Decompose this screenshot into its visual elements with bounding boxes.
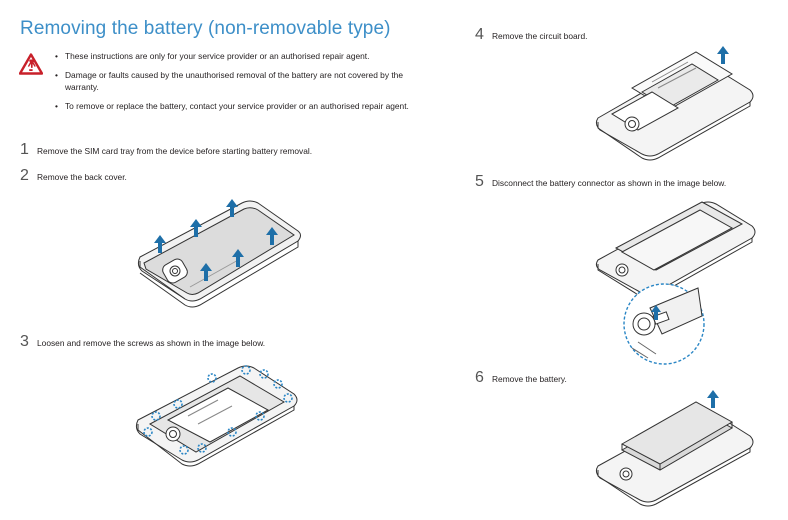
step-text: Remove the battery. (492, 374, 567, 384)
step-number: 3 (20, 333, 29, 350)
step-number: 2 (20, 167, 29, 184)
step-number: 4 (475, 26, 484, 43)
lift-arrow-icon (707, 390, 719, 408)
step-number: 6 (475, 369, 484, 386)
back-cover-removal-illustration (137, 199, 301, 308)
step-number: 1 (20, 141, 29, 158)
screw-markers (143, 365, 293, 455)
lift-arrow-icon (651, 305, 661, 320)
battery-removal-illustration (595, 390, 754, 507)
battery-connector-illustration (595, 201, 756, 365)
warning-item: These instructions are only for your ser… (55, 50, 415, 62)
step-number: 5 (475, 173, 484, 190)
page-title: Removing the battery (non-removable type… (20, 18, 391, 39)
lift-arrows (154, 199, 278, 281)
screws-removal-illustration (135, 365, 298, 467)
warning-item: Damage or faults caused by the unauthori… (55, 69, 415, 93)
step-text: Loosen and remove the screws as shown in… (37, 338, 266, 348)
lift-arrow-icon (717, 46, 729, 64)
warning-triangle-icon (19, 53, 43, 75)
step-text: Remove the back cover. (37, 172, 127, 182)
step-text: Remove the circuit board. (492, 31, 588, 41)
warning-item: To remove or replace the battery, contac… (55, 100, 415, 112)
warning-list: These instructions are only for your ser… (55, 50, 415, 119)
step-text: Disconnect the battery connector as show… (492, 178, 727, 188)
circuit-board-removal-illustration (595, 46, 754, 161)
step-text: Remove the SIM card tray from the device… (37, 146, 313, 156)
